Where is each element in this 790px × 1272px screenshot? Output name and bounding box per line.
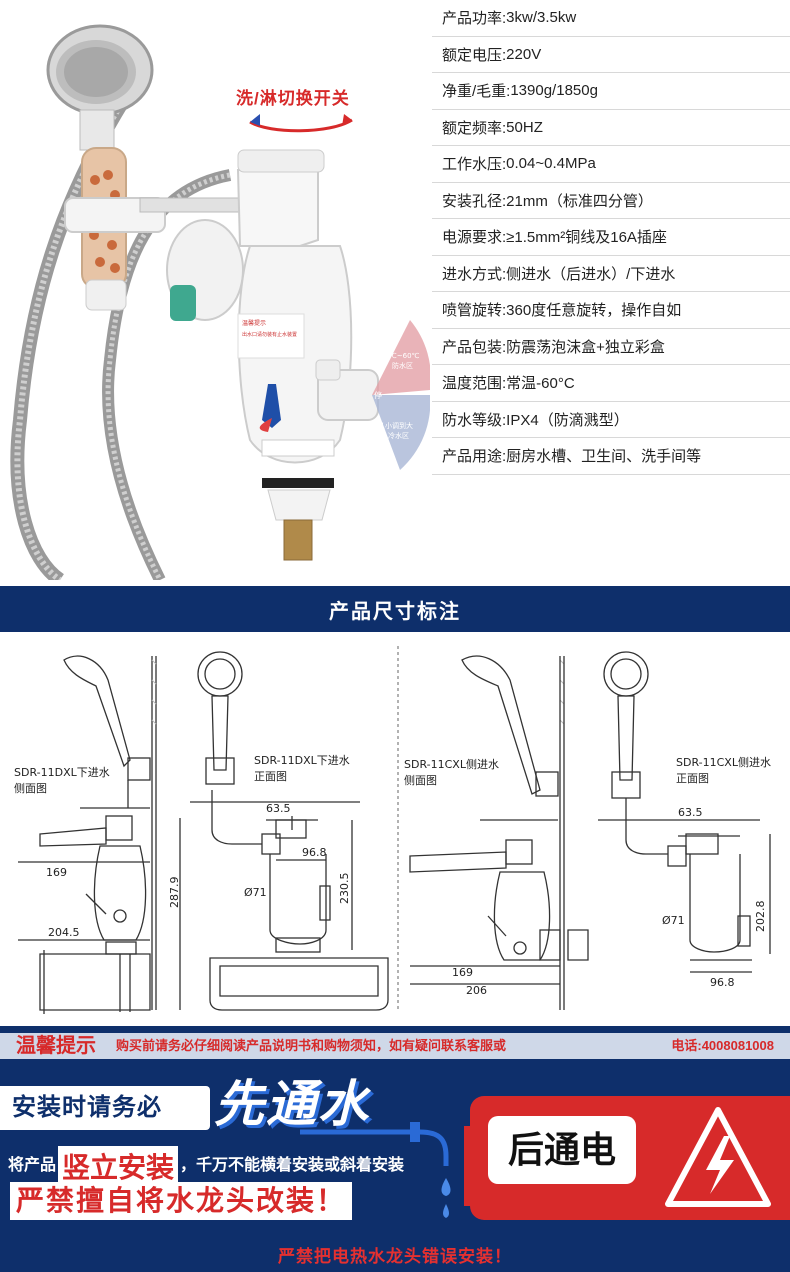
gauge-label-hot-zone: 防水区 bbox=[392, 361, 413, 370]
tip-text: 购买前请务必仔细阅读产品说明书和购物须知，如有疑问联系客服或 bbox=[116, 1038, 507, 1053]
tip-title: 温馨提示 bbox=[16, 1035, 96, 1057]
spec-value: 侧进水（后进水）/下进水 bbox=[506, 265, 676, 283]
view-3-dim: 169 bbox=[452, 966, 473, 979]
view-1-dim: 287.9 bbox=[168, 876, 181, 909]
dimension-drawing bbox=[18, 646, 771, 1014]
gauge-label-adjust: 从小调到大 bbox=[378, 421, 413, 430]
spec-value: 360度任意旋转，操作自如 bbox=[506, 302, 682, 320]
view-1-dim: 169 bbox=[46, 866, 67, 879]
spec-row: 额定频率:50HZ bbox=[432, 110, 790, 146]
spec-label: 额定电压: bbox=[442, 46, 507, 64]
product-overview: 温馨提示 出水口请勿装有止水装置 30℃~60℃ 防水区 停 从小调到大 冷水区… bbox=[0, 0, 790, 580]
spec-label: 喷管旋转: bbox=[442, 302, 507, 320]
spec-row: 进水方式:侧进水（后进水）/下进水 bbox=[432, 256, 790, 292]
spec-value: 3kw/3.5kw bbox=[506, 9, 577, 27]
spec-label: 额定频率: bbox=[442, 119, 507, 137]
spec-row: 额定电压:220V bbox=[432, 37, 790, 73]
tip-bar: 温馨提示 购买前请务必仔细阅读产品说明书和购物须知，如有疑问联系客服或 电话:4… bbox=[0, 1026, 790, 1066]
spec-row: 产品功率:3kw/3.5kw bbox=[432, 0, 790, 37]
spec-row: 喷管旋转:360度任意旋转，操作自如 bbox=[432, 292, 790, 329]
product-photo: 温馨提示 出水口请勿装有止水装置 30℃~60℃ 防水区 停 从小调到大 冷水区 bbox=[10, 24, 430, 580]
spec-value: 厨房水槽、卫生间、洗手间等 bbox=[506, 448, 702, 466]
dimension-banner-title: 产品尺寸标注 bbox=[329, 600, 461, 623]
product-label: 温馨提示 bbox=[242, 319, 266, 327]
high-voltage-icon bbox=[665, 1107, 771, 1207]
place-prefix: 将产品 bbox=[8, 1157, 57, 1175]
product-label: 出水口请勿装有止水装置 bbox=[242, 331, 297, 338]
spec-label: 防水等级: bbox=[442, 411, 507, 429]
view-4-dim: 63.5 bbox=[678, 806, 703, 819]
spec-row: 工作水压:0.04~0.4MPa bbox=[432, 146, 790, 183]
spec-row: 净重/毛重:1390g/1850g bbox=[432, 73, 790, 110]
spec-label: 产品功率: bbox=[442, 10, 507, 28]
gauge-label-stop: 停 bbox=[374, 390, 382, 400]
spec-value: 50HZ bbox=[506, 118, 543, 136]
bottom-warning-text: 严禁把电热水龙头错误安装！ bbox=[278, 1246, 512, 1266]
view-4-dim: 96.8 bbox=[710, 976, 735, 989]
view-4-dim: 202.8 bbox=[754, 900, 767, 933]
view-4-dim: Ø71 bbox=[662, 914, 685, 927]
view-1-model: SDR-11DXL下进水 bbox=[14, 766, 110, 779]
gauge-label-hot: 30℃~60℃ bbox=[380, 352, 420, 360]
spec-row: 产品包装:防震荡泡沫盒+独立彩盒 bbox=[432, 329, 790, 365]
spec-label: 产品用途: bbox=[442, 448, 507, 466]
gauge-label-cold-zone: 冷水区 bbox=[388, 431, 409, 440]
switch-label: 洗/淋切换开关 bbox=[236, 89, 350, 108]
place-instruction: 将产品竖立安装，千万不能横着安装或斜着安装 bbox=[8, 1146, 404, 1186]
view-2-dim: 63.5 bbox=[266, 802, 291, 815]
spec-row: 安装孔径:21mm（标准四分管） bbox=[432, 183, 790, 219]
spec-value: ≥1.5mm²铜线及16A插座 bbox=[506, 229, 667, 247]
view-3-model: SDR-11CXL侧进水 bbox=[404, 758, 499, 771]
spec-row: 产品用途:厨房水槽、卫生间、洗手间等 bbox=[432, 438, 790, 475]
spec-value: 防震荡泡沫盒+独立彩盒 bbox=[506, 338, 665, 356]
view-4-model: SDR-11CXL侧进水 bbox=[676, 756, 771, 769]
spec-row: 防水等级:IPX4（防滴溅型） bbox=[432, 402, 790, 438]
spec-label: 电源要求: bbox=[442, 229, 507, 247]
view-3-type: 侧面图 bbox=[404, 774, 437, 787]
spec-row: 温度范围:常温-60°C bbox=[432, 365, 790, 402]
spec-label: 工作水压: bbox=[442, 156, 507, 174]
install-warning: 安装时请务必 先通水 将产品竖立安装，千万不能横着安装或斜着安装 严禁擅自将水龙… bbox=[0, 1066, 790, 1236]
water-first-text: 先通水 bbox=[214, 1076, 370, 1132]
spec-value: 1390g/1850g bbox=[510, 82, 598, 100]
dimension-banner: 产品尺寸标注 bbox=[0, 586, 790, 632]
view-2-dim: Ø71 bbox=[244, 886, 267, 899]
spec-value: IPX4（防滴溅型） bbox=[506, 411, 629, 429]
upright-text: 竖立安装 bbox=[58, 1146, 179, 1186]
power-after-inner: 后通电 bbox=[488, 1116, 636, 1184]
place-suffix: ，千万不能横着安装或斜着安装 bbox=[180, 1157, 405, 1175]
bottom-warning-bar: 严禁把电热水龙头错误安装！ bbox=[0, 1236, 790, 1272]
spec-value: 0.04~0.4MPa bbox=[506, 155, 596, 173]
spec-label: 进水方式: bbox=[442, 265, 507, 283]
view-3-dim: 206 bbox=[466, 984, 487, 997]
power-after-text: 后通电 bbox=[507, 1129, 616, 1170]
tip-inner: 温馨提示 购买前请务必仔细阅读产品说明书和购物须知，如有疑问联系客服或 电话:4… bbox=[0, 1033, 790, 1059]
view-1-type: 侧面图 bbox=[14, 782, 47, 795]
spec-label: 温度范围: bbox=[442, 375, 507, 393]
spec-label: 产品包装: bbox=[442, 338, 507, 356]
dimension-diagram: SDR-11DXL下进水 侧面图 169 204.5 287.9 SDR-11D… bbox=[0, 640, 790, 1022]
view-2-dim: 230.5 bbox=[338, 872, 351, 905]
spec-row: 电源要求:≥1.5mm²铜线及16A插座 bbox=[432, 219, 790, 256]
spec-value: 21mm（标准四分管） bbox=[506, 192, 653, 210]
view-4-type: 正面图 bbox=[676, 772, 709, 785]
spec-value: 常温-60°C bbox=[506, 375, 575, 393]
view-2-dim: 96.8 bbox=[302, 846, 327, 859]
tip-phone: 电话:4008081008 bbox=[671, 1038, 774, 1053]
must-box: 安装时请务必 bbox=[0, 1086, 210, 1130]
spec-value: 220V bbox=[506, 45, 542, 63]
view-2-model: SDR-11DXL下进水 bbox=[254, 754, 350, 767]
power-after-box: 后通电 bbox=[470, 1096, 790, 1220]
must-text: 安装时请务必 bbox=[12, 1094, 162, 1121]
view-1-dim: 204.5 bbox=[48, 926, 80, 939]
spec-label: 安装孔径: bbox=[442, 192, 507, 210]
view-2-type: 正面图 bbox=[254, 770, 287, 783]
pipe-decoration bbox=[300, 1122, 472, 1218]
spec-label: 净重/毛重: bbox=[442, 83, 511, 101]
forbid-modify-text: 严禁擅自将水龙头改装！ bbox=[10, 1182, 353, 1220]
